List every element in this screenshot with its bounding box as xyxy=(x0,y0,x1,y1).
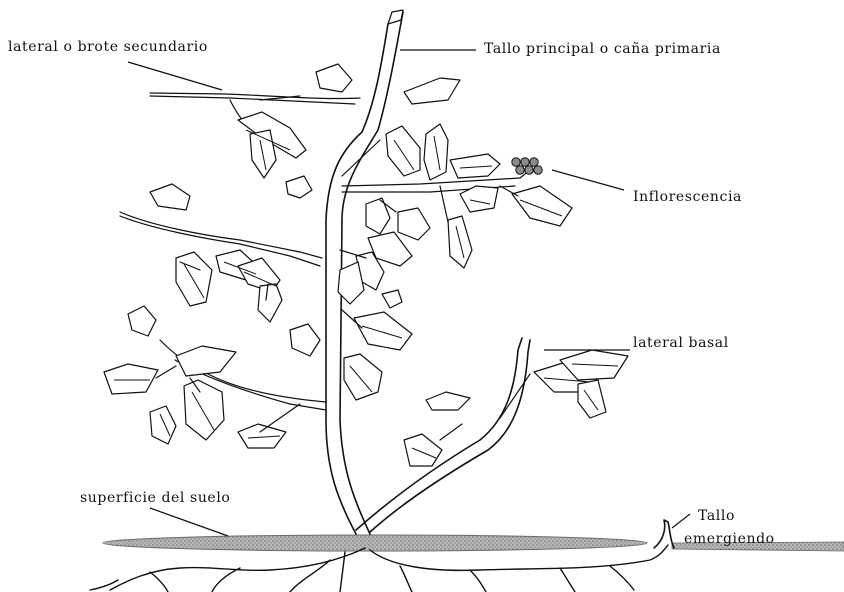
roots xyxy=(90,545,668,592)
label-tallo-principal: Tallo principal o caña primaria xyxy=(484,41,721,57)
inflorescence-flowers xyxy=(512,158,542,174)
label-lateral-basal: lateral basal xyxy=(633,335,729,351)
label-superficie-suelo: superficie del suelo xyxy=(80,490,230,506)
label-tallo-emergiendo-line1: Tallo xyxy=(698,508,735,524)
label-lateral-secundario: lateral o brote secundario xyxy=(8,39,208,55)
label-inflorescencia: Inflorescencia xyxy=(633,189,742,205)
label-tallo-emergiendo-line2: emergiendo xyxy=(684,531,775,547)
basal-lateral-stem xyxy=(356,338,530,532)
emerging-stem xyxy=(654,520,674,548)
